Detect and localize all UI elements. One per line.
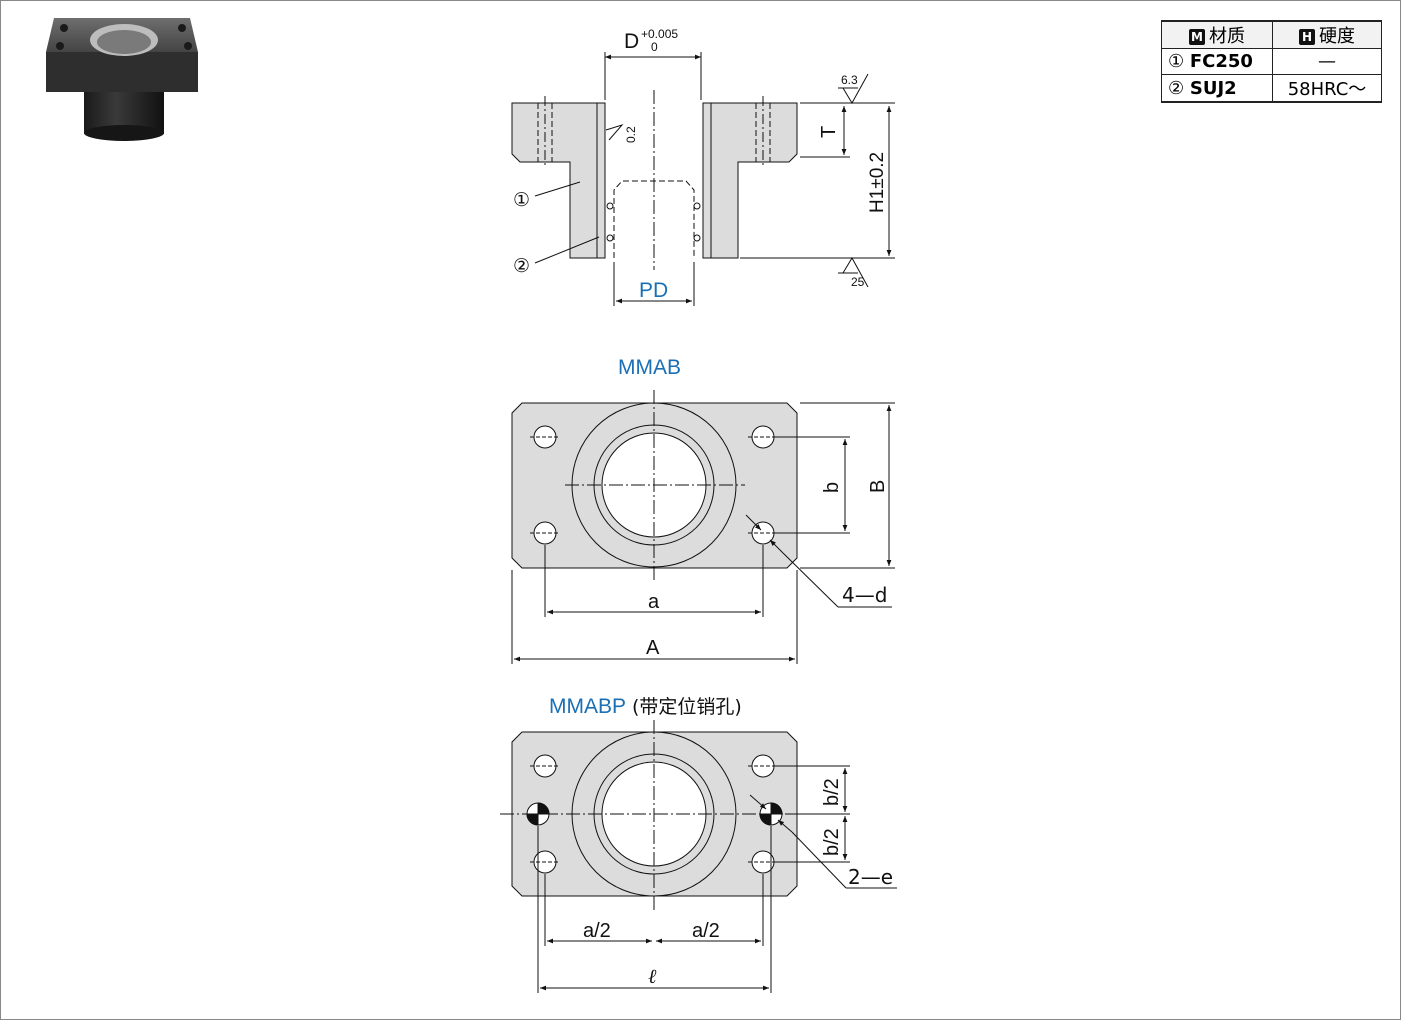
hardness-value: 58HRC～ xyxy=(1272,74,1382,103)
roughness-bottom-value: 25 xyxy=(851,275,865,289)
hole-callout: 4—d xyxy=(842,583,887,607)
roughness-top-value: 6.3 xyxy=(841,73,858,87)
material-value: SUJ2 xyxy=(1189,77,1237,99)
material-badge-icon: M xyxy=(1189,29,1205,45)
mmabp-view xyxy=(500,720,897,993)
hardness-badge-icon: H xyxy=(1299,29,1315,45)
product-photo xyxy=(46,18,198,141)
dim-B-label: B xyxy=(867,480,889,493)
dim-l-label: ℓ xyxy=(648,964,657,988)
dim-h1-label: H1±0.2 xyxy=(867,152,888,213)
row-number: ② xyxy=(1168,77,1185,99)
mmab-view xyxy=(511,390,895,664)
mmabp-title: MMABP xyxy=(549,695,626,718)
dim-a-half-left-label: a/2 xyxy=(583,920,611,942)
dim-b-half-top-label: b/2 xyxy=(821,778,843,806)
material-cell: ① FC250 xyxy=(1161,48,1273,75)
dim-b-label: b xyxy=(821,482,843,493)
dim-a-label: a xyxy=(648,591,660,613)
dim-t-label: T xyxy=(818,126,840,138)
mmabp-title-note: (带定位销孔) xyxy=(632,696,742,718)
dim-d-tol-lower: 0 xyxy=(651,40,658,54)
roughness-bore-value: 0.2 xyxy=(624,126,638,143)
dim-d-label: D xyxy=(624,30,639,53)
material-header-label: 材质 xyxy=(1209,26,1245,47)
hardness-header-label: 硬度 xyxy=(1319,26,1355,47)
section-view xyxy=(511,52,895,306)
dim-a-half-right-label: a/2 xyxy=(692,920,720,942)
row-number: ① xyxy=(1168,51,1185,72)
table-row: ① FC250 — xyxy=(1161,48,1382,75)
table-row: ② SUJ2 58HRC～ xyxy=(1161,74,1382,103)
dim-pd-label: PD xyxy=(639,279,668,302)
part-1-marker: ① xyxy=(513,189,530,211)
pin-callout: 2—e xyxy=(848,865,893,889)
dim-b-half-bottom-label: b/2 xyxy=(821,828,843,856)
dim-d-tol-upper: +0.005 xyxy=(641,27,678,41)
mmab-title: MMAB xyxy=(618,356,681,379)
dim-A-label: A xyxy=(646,637,660,659)
material-cell: ② SUJ2 xyxy=(1161,74,1273,103)
material-value: FC250 xyxy=(1189,51,1253,72)
hardness-value: — xyxy=(1272,48,1382,75)
part-2-marker: ② xyxy=(513,255,530,277)
